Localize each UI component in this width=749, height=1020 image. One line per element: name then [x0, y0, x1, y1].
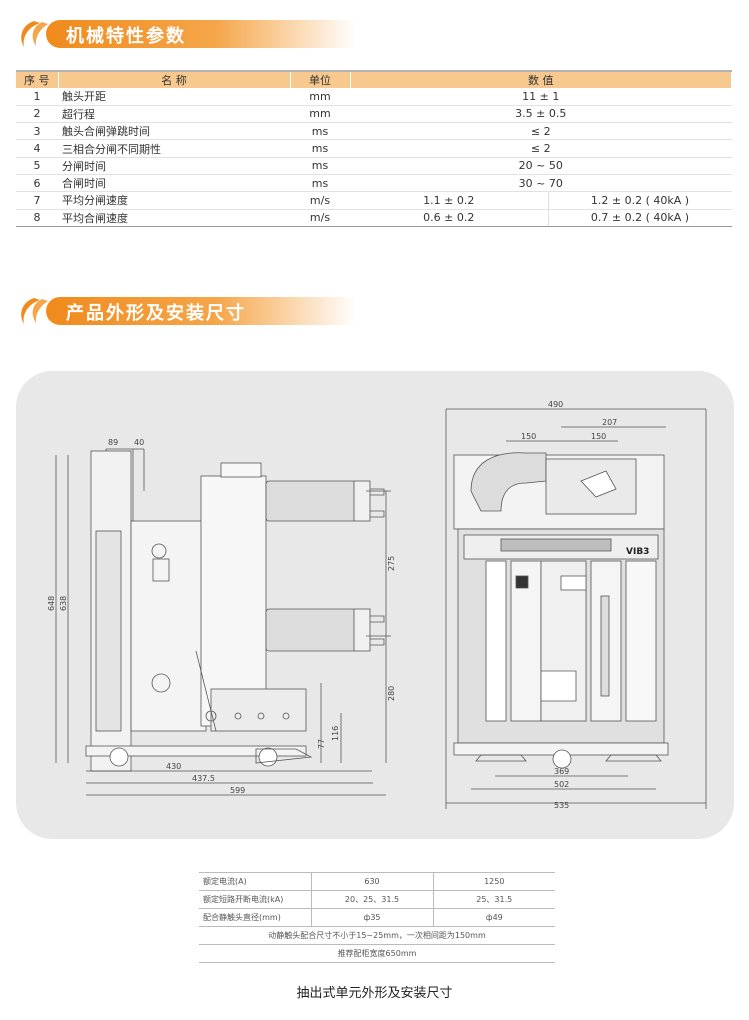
cell-name: 分闸时间 — [58, 157, 290, 175]
cell-no: 5 — [16, 157, 58, 175]
dim-535: 535 — [554, 801, 569, 810]
table-row: 7 平均分闸速度 m/s 1.1 ± 0.2 1.2 ± 0.2 ( 40kA … — [16, 191, 732, 210]
cell-no: 7 — [16, 191, 58, 210]
table-row: 额定短路开断电流(kA) 20、25、31.5 25、31.5 — [199, 890, 555, 909]
section-header-mechanical: 机械特性参数 — [16, 17, 356, 51]
figure-caption: 抽出式单元外形及安装尺寸 — [296, 986, 453, 1001]
header-value: 数 值 — [350, 71, 732, 88]
cell-value-b: 0.7 ± 0.2 ( 40kA ) — [548, 209, 732, 227]
cell-value-a: 0.6 ± 0.2 — [350, 209, 549, 227]
cell-unit: mm — [290, 105, 350, 124]
header-unit: 单位 — [290, 71, 351, 88]
section-bar — [46, 297, 356, 325]
cell-value: ≤ 2 — [350, 122, 732, 141]
cell-unit: ms — [290, 139, 350, 158]
table-row: 2 超行程 mm 3.5 ± 0.5 — [16, 105, 732, 124]
cell-unit: mm — [290, 88, 350, 106]
dim-150a: 150 — [521, 432, 536, 441]
cell-no: 6 — [16, 174, 58, 193]
model-label: VIB3 — [626, 547, 649, 557]
cell-value: 3.5 ± 0.5 — [350, 105, 732, 124]
dimension-labels: 89 40 648 638 275 280 116 77 430 437.5 5… — [47, 400, 649, 810]
cell-no: 2 — [16, 105, 58, 124]
dim-4375: 437.5 — [192, 774, 215, 783]
dim-207: 207 — [602, 418, 617, 427]
cell-value-a: 1.1 ± 0.2 — [350, 191, 549, 210]
note-contact: 动静触头配合尺寸不小于15~25mm，一次相间距为150mm — [199, 926, 555, 945]
dim-369: 369 — [554, 767, 569, 776]
cell-value-a: 630 — [311, 872, 434, 891]
swoosh-icon — [21, 298, 48, 324]
dim-490: 490 — [548, 400, 563, 409]
table-row: 5 分闸时间 ms 20 ~ 50 — [16, 157, 732, 175]
cell-value: 11 ± 1 — [350, 88, 732, 106]
mechanical-spec-table: 序 号 名 称 单位 数 值 1 触头开距 mm 11 ± 1 2 超行程 mm… — [16, 70, 732, 227]
dim-77: 77 — [317, 739, 326, 749]
cell-no: 8 — [16, 209, 58, 227]
table-row: 1 触头开距 mm 11 ± 1 — [16, 88, 732, 106]
table-row: 6 合闸时间 ms 30 ~ 70 — [16, 174, 732, 193]
side-view-drawing — [55, 408, 707, 809]
dim-275: 275 — [387, 556, 396, 571]
cell-value: ≤ 2 — [350, 139, 732, 158]
cell-value: 30 ~ 70 — [350, 174, 732, 193]
section-bar — [46, 20, 356, 48]
cell-label: 额定电流(A) — [199, 872, 312, 891]
cell-no: 1 — [16, 88, 58, 106]
swoosh-icon — [21, 21, 48, 47]
dim-150b: 150 — [591, 432, 606, 441]
table-row: 4 三相合分闸不同期性 ms ≤ 2 — [16, 139, 732, 158]
cell-label: 配合静触头直径(mm) — [199, 908, 312, 927]
table-row: 配合静触头直径(mm) ф35 ф49 — [199, 908, 555, 927]
table-row: 8 平均合闸速度 m/s 0.6 ± 0.2 0.7 ± 0.2 ( 40kA … — [16, 209, 732, 227]
cell-unit: m/s — [290, 191, 350, 210]
header-name: 名 称 — [58, 71, 291, 88]
cell-name: 触头开距 — [58, 88, 290, 106]
cell-unit: ms — [290, 174, 350, 193]
dim-599: 599 — [230, 786, 245, 795]
cell-name: 超行程 — [58, 105, 290, 124]
technical-drawing: 89 40 648 638 275 280 116 77 430 437.5 5… — [47, 400, 707, 810]
table-row: 推荐配柜宽度650mm — [199, 944, 555, 963]
cell-unit: ms — [290, 157, 350, 175]
table-row: 动静触头配合尺寸不小于15~25mm，一次相间距为150mm — [199, 926, 555, 945]
header-no: 序 号 — [16, 71, 59, 88]
note-cabinet: 推荐配柜宽度650mm — [199, 944, 555, 963]
cell-label: 额定短路开断电流(kA) — [199, 890, 312, 909]
cell-value-b: 25、31.5 — [433, 890, 555, 909]
rating-table: 额定电流(A) 630 1250 额定短路开断电流(kA) 20、25、31.5… — [199, 872, 555, 963]
dim-648: 648 — [47, 596, 56, 611]
cell-value-b: ф49 — [433, 908, 555, 927]
cell-value-b: 1250 — [433, 872, 555, 891]
cell-value-a: 20、25、31.5 — [311, 890, 434, 909]
cell-name: 平均合闸速度 — [58, 209, 290, 227]
dim-638: 638 — [59, 596, 68, 611]
cell-name: 合闸时间 — [58, 174, 290, 193]
cell-no: 3 — [16, 122, 58, 141]
dim-116: 116 — [331, 726, 340, 741]
table-row: 3 触头合闸弹跳时间 ms ≤ 2 — [16, 122, 732, 141]
cell-name: 触头合闸弹跳时间 — [58, 122, 290, 141]
dim-430: 430 — [166, 762, 181, 771]
cell-name: 三相合分闸不同期性 — [58, 139, 290, 158]
table-row: 额定电流(A) 630 1250 — [199, 872, 555, 891]
section-header-dimensions: 产品外形及安装尺寸 — [16, 294, 356, 328]
cell-no: 4 — [16, 139, 58, 158]
cell-value: 20 ~ 50 — [350, 157, 732, 175]
cell-name: 平均分闸速度 — [58, 191, 290, 210]
cell-value-a: ф35 — [311, 908, 434, 927]
table-header-row: 序 号 名 称 单位 数 值 — [16, 71, 732, 88]
dim-280: 280 — [387, 686, 396, 701]
section-title: 产品外形及安装尺寸 — [66, 303, 246, 324]
dim-502: 502 — [554, 780, 569, 789]
section-title: 机械特性参数 — [66, 26, 186, 47]
cell-unit: m/s — [290, 209, 350, 227]
cell-unit: ms — [290, 122, 350, 141]
cell-value-b: 1.2 ± 0.2 ( 40kA ) — [548, 191, 732, 210]
dim-89: 89 — [108, 438, 118, 447]
drawing-panel: 89 40 648 638 275 280 116 77 430 437.5 5… — [16, 371, 734, 839]
dim-40: 40 — [134, 438, 144, 447]
